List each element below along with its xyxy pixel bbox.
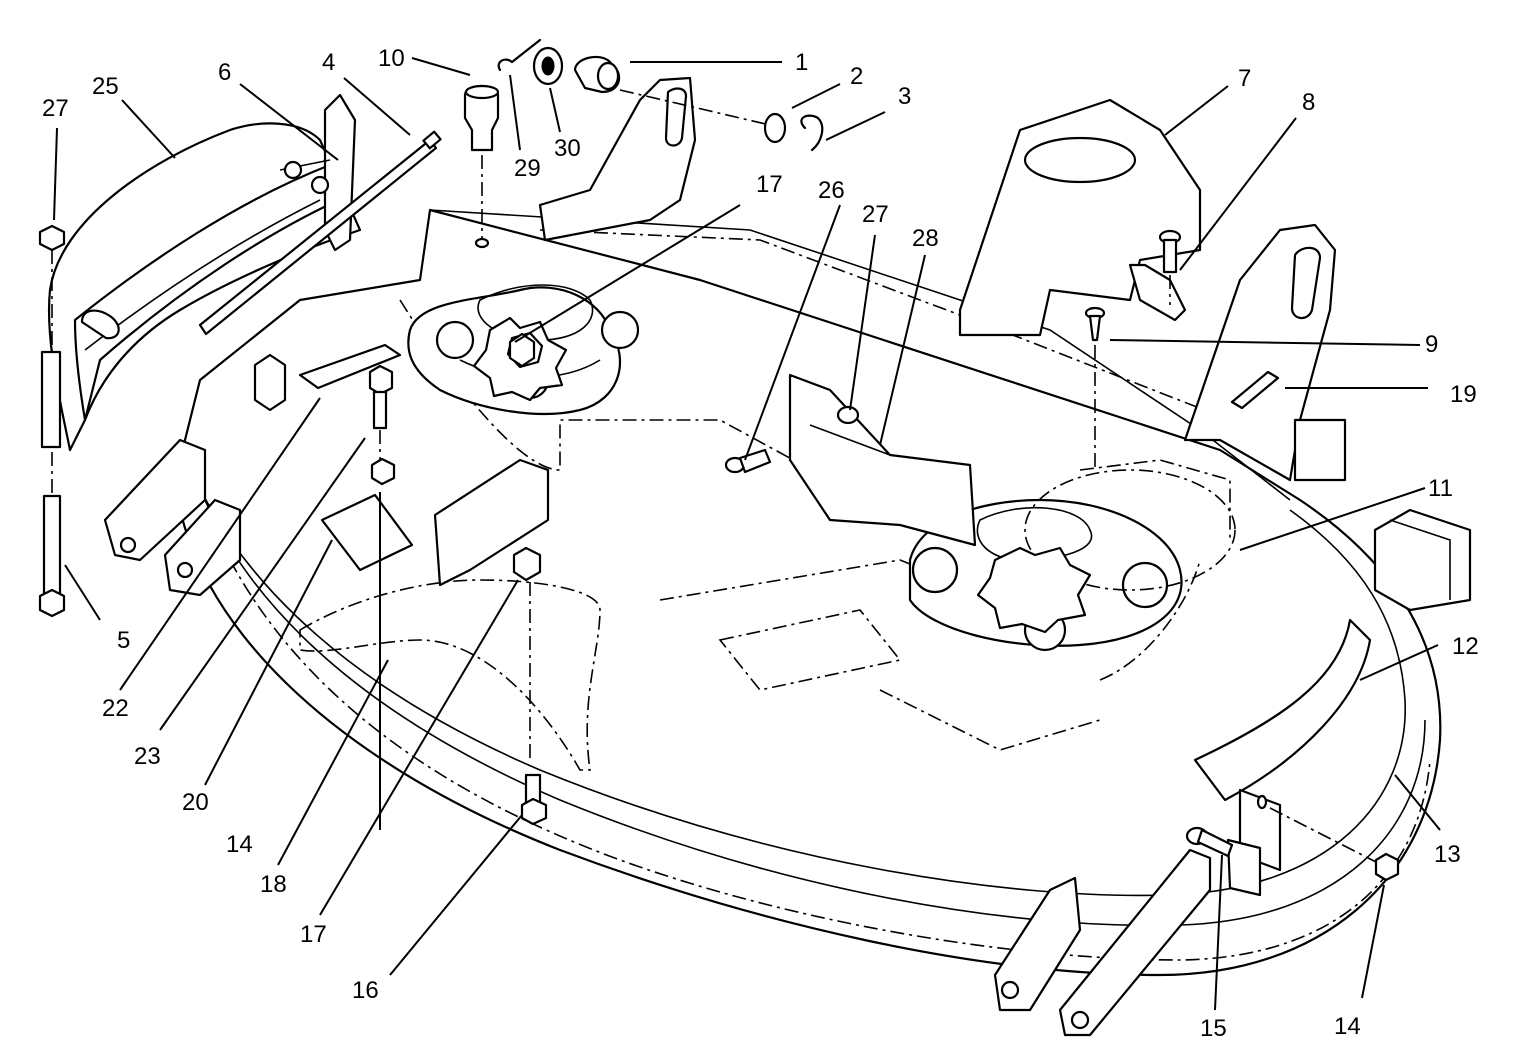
callout-25: 25	[92, 73, 119, 100]
decal-22	[298, 343, 402, 390]
decal-19	[1230, 370, 1280, 410]
callout-27-upper: 27	[42, 95, 69, 122]
callout-5: 5	[117, 627, 130, 654]
belt-cover-7	[958, 98, 1202, 337]
callout-6: 6	[218, 59, 231, 86]
callout-8: 8	[1302, 89, 1315, 116]
lower-bracket-blade	[299, 579, 601, 771]
callout-29: 29	[514, 155, 541, 182]
chute-bolt-5	[38, 452, 66, 618]
right-spindle-hub	[976, 546, 1092, 634]
right-lift-bracket	[1183, 223, 1337, 482]
callout-3: 3	[898, 83, 911, 110]
bolt-23	[368, 364, 394, 465]
callout-10: 10	[378, 45, 405, 72]
callout-11: 11	[1428, 475, 1453, 502]
callout-17-upper: 17	[756, 171, 783, 198]
callout-14-lower: 14	[1334, 1013, 1361, 1040]
washer-2	[619, 89, 787, 144]
callout-26: 26	[818, 177, 845, 204]
callout-30: 30	[554, 135, 581, 162]
nut-14-upper	[370, 457, 396, 486]
screw-8	[1158, 229, 1182, 305]
callout-4: 4	[322, 49, 335, 76]
callout-23: 23	[134, 743, 161, 770]
callout-22: 22	[102, 695, 129, 722]
decal-20	[320, 493, 414, 572]
callout-16: 16	[352, 977, 379, 1004]
washer-30	[532, 46, 564, 86]
callout-9: 9	[1425, 331, 1438, 358]
chute-bolt-27-upper	[38, 224, 66, 449]
callout-labels: 1 2 3 4 5 6 7 8 9 10 11 12 13 14 14 15 1…	[42, 45, 1479, 1042]
callout-13: 13	[1434, 841, 1461, 868]
callout-1: 1	[795, 49, 808, 76]
hinge-rod	[198, 130, 442, 336]
bolt-16	[520, 773, 548, 826]
callout-15: 15	[1200, 1015, 1227, 1042]
right-rear-bracket-plate	[1226, 788, 1282, 897]
bolt-15	[1185, 826, 1234, 858]
left-front-tab	[103, 438, 242, 597]
callout-19: 19	[1450, 381, 1477, 408]
spacer-block	[253, 353, 287, 412]
nut-14-lower	[1269, 807, 1400, 882]
rear-lift-bracket	[538, 76, 697, 242]
front-right-lugs	[993, 848, 1212, 1037]
leader-lines	[53, 57, 1441, 1011]
rear-right-channel	[1293, 418, 1472, 612]
pivot-pin-10	[463, 84, 500, 249]
callout-12: 12	[1452, 633, 1479, 660]
screw-9	[1084, 306, 1106, 470]
callout-14-upper: 14	[226, 831, 253, 858]
discharge-chute	[47, 122, 362, 452]
nut-17-lower	[512, 546, 542, 760]
callout-18: 18	[260, 871, 287, 898]
callout-7: 7	[1238, 65, 1251, 92]
callout-17-lower: 17	[300, 921, 327, 948]
center-baffle-tab	[433, 458, 550, 587]
callout-20: 20	[182, 789, 209, 816]
bolt-26	[724, 448, 772, 474]
bushing-1	[573, 55, 621, 94]
callout-28: 28	[912, 225, 939, 252]
deflector-plate	[1193, 618, 1372, 802]
retaining-clip-3	[800, 114, 824, 152]
cotter-pin-29	[497, 38, 542, 72]
callout-27-lower: 27	[862, 201, 889, 228]
callout-2: 2	[850, 63, 863, 90]
nut-27-lower	[836, 405, 860, 425]
